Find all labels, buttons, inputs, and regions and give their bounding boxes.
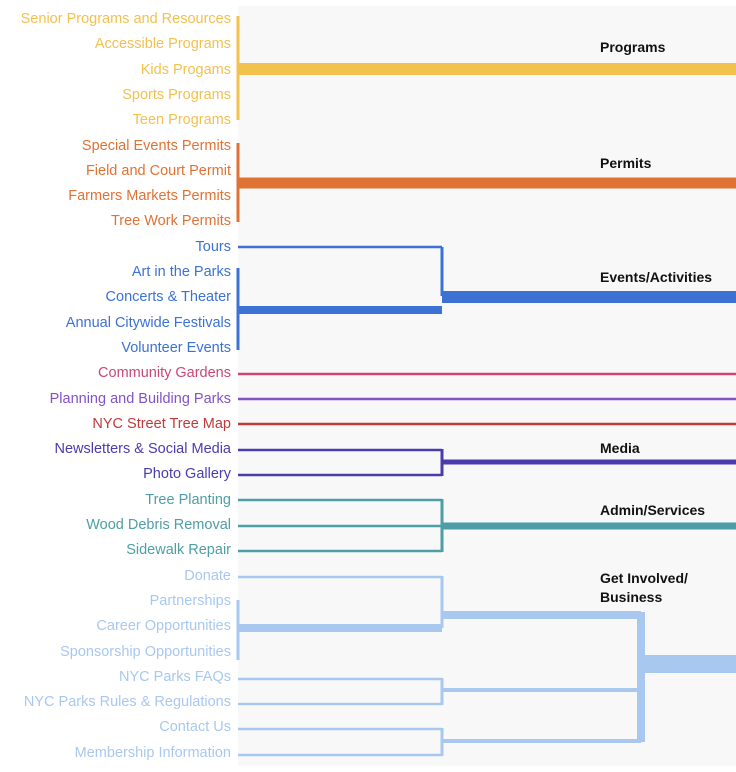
leaf-label: Volunteer Events — [121, 339, 231, 356]
leaf-label: NYC Parks FAQs — [119, 668, 231, 685]
group-label-permits: Permits — [600, 155, 652, 171]
leaf-label: Kids Progams — [140, 61, 231, 78]
group-label-media: Media — [600, 440, 640, 456]
leaf-label: Field and Court Permit — [85, 162, 231, 179]
leaf-label: Career Opportunities — [96, 618, 231, 635]
leaf-label: NYC Parks Rules & Regulations — [23, 694, 231, 711]
leaf-label: Tree Work Permits — [110, 213, 231, 230]
leaf-label: Teen Programs — [132, 112, 231, 129]
leaf-label: Annual Citywide Festivals — [65, 314, 231, 331]
leaf-label: Partnerships — [149, 592, 231, 609]
leaf-label: Contact Us — [159, 719, 231, 736]
leaf-label: Sidewalk Repair — [126, 542, 231, 559]
leaf-label: NYC Street Tree Map — [92, 415, 231, 432]
leaf-label: Newsletters & Social Media — [54, 441, 232, 458]
leaf-label: Accessible Programs — [94, 36, 231, 53]
leaf-label: Sponsorship Opportunities — [60, 643, 231, 660]
group-label-involved: Get Involved/ Business — [600, 570, 688, 605]
group-label-admin: Admin/Services — [600, 502, 706, 518]
leaf-label: Membership Information — [74, 744, 231, 761]
leaf-label: Photo Gallery — [143, 466, 231, 483]
leaf-label: Donate — [184, 567, 231, 584]
group-label-programs: Programs — [600, 39, 666, 55]
dendrogram-panel — [238, 6, 736, 766]
leaf-label: Senior Programs and Resources — [20, 11, 231, 27]
leaf-label: Farmers Markets Permits — [68, 188, 231, 205]
leaf-label: Sports Programs — [122, 86, 231, 103]
leaf-label: Planning and Building Parks — [49, 390, 231, 407]
leaf-label: Wood Debris Removal — [86, 517, 231, 533]
leaf-label: Special Events Permits — [81, 137, 231, 154]
leaf-label: Tree Planting — [145, 491, 231, 508]
leaf-label: Art in the Parks — [131, 264, 231, 280]
group-label-events: Events/Activities — [600, 269, 713, 285]
leaf-label: Community Gardens — [98, 365, 231, 382]
leaf-label: Concerts & Theater — [105, 289, 231, 306]
leaf-label: Tours — [195, 238, 231, 255]
